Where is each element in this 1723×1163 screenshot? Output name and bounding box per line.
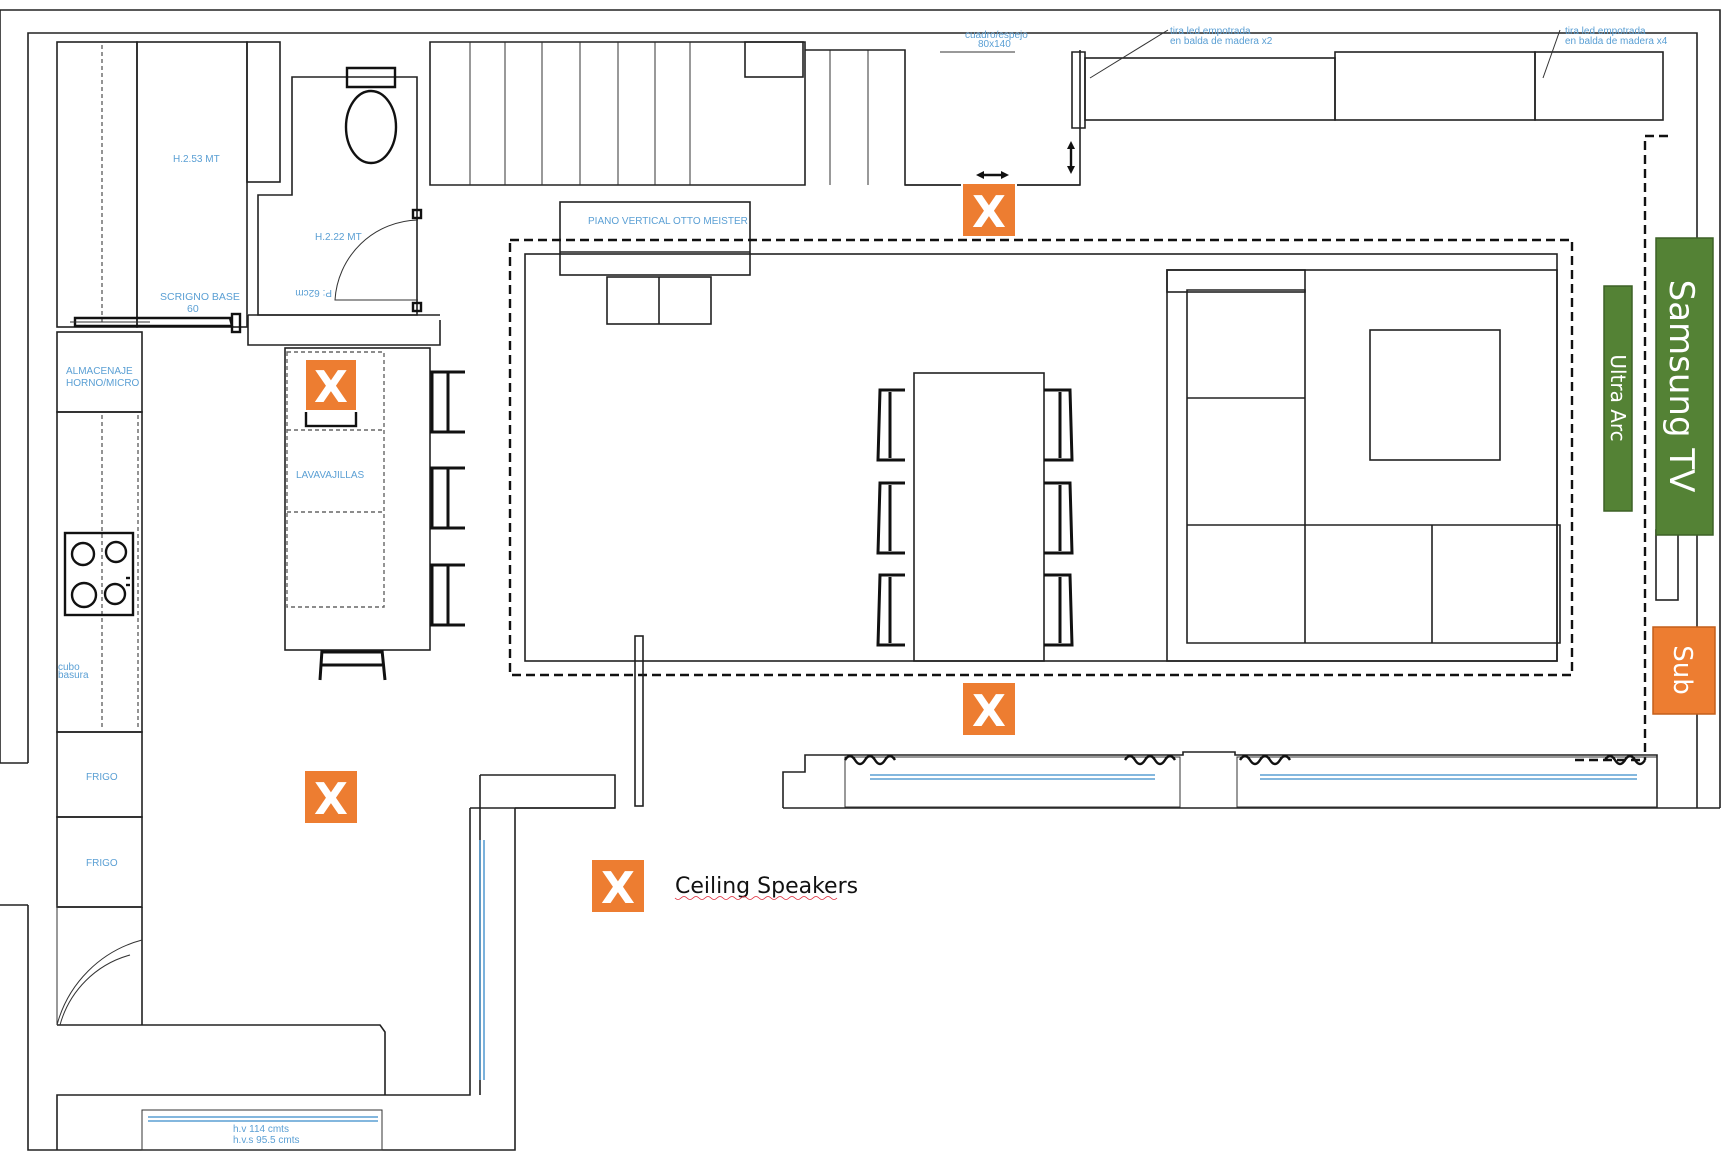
wall-recess [1655,529,1679,601]
walls [0,9,1721,1151]
label-scrigno: SCRIGNO BASE [160,291,240,303]
label-frigo-2: FRIGO [86,858,118,869]
label-frigo-1: FRIGO [86,772,118,783]
label-cuadro-size: 80x140 [978,39,1011,50]
label-piano: PIANO VERTICAL OTTO MEISTER [588,216,748,227]
legend: X Ceiling Speakers [590,858,858,914]
label-window-2: h.v.s 95.5 cmts [233,1135,300,1146]
island [284,347,465,681]
label-lavavajillas: LAVAVAJILLAS [296,470,365,481]
windows [141,754,1658,1151]
tv-label: Samsung TV [1661,280,1701,493]
piano [559,201,751,325]
ceiling-speaker-3: X [961,681,1017,737]
legend-mark: X [601,863,635,914]
label-led-a-2: en balda de madera x2 [1170,36,1273,47]
label-window-1: h.v 114 cmts [233,1124,289,1135]
annotations: H.2.53 MT H.2.22 MT P: 62cm SCRIGNO BASE… [58,26,1668,1146]
label-h222: H.2.22 MT [315,232,362,243]
legend-label: Ceiling Speakers [675,874,858,899]
label-led-a: tira led empotrada [1170,26,1251,37]
speaker-2-mark: X [314,362,348,413]
ultra-arc-soundbar: Ultra Arc [1603,285,1633,512]
speaker-3-mark: X [972,686,1006,737]
sub-label: Sub [1667,645,1697,695]
label-horno: HORNO/MICRO [66,378,140,389]
speaker-4-mark: X [314,774,348,825]
cable-route [1643,134,1668,760]
speaker-1-mark: X [972,187,1006,238]
shelves [1071,29,1664,129]
ceiling-speaker-2: X [304,358,358,413]
ceiling-speaker-4: X [303,769,359,825]
label-small-2: basura [58,670,89,681]
label-cuadro: cuadro/espejo [965,30,1028,41]
label-almacenaje: ALMACENAJE [66,366,133,377]
arrows [976,141,1075,179]
samsung-tv: Samsung TV [1655,237,1714,536]
kitchen-units [56,41,386,1095]
subwoofer: Sub [1652,626,1716,715]
soundbar-label: Ultra Arc [1606,354,1630,441]
label-led-b: tira led empotrada [1565,26,1646,37]
living-area [508,238,1574,807]
label-small-1: cubo [58,662,80,673]
stairs [429,41,1081,186]
sofa [1166,269,1561,662]
bathroom [247,66,441,346]
label-led-b-2: en balda de madera x4 [1565,36,1668,47]
ceiling-speaker-1: X [961,182,1017,238]
label-scrigno-size: 60 [187,303,199,315]
spellcheck-underline [674,896,838,900]
dining-chairs [876,388,1074,647]
label-door-width: P: 62cm [295,287,332,298]
label-h253: H.2.53 MT [173,154,220,165]
